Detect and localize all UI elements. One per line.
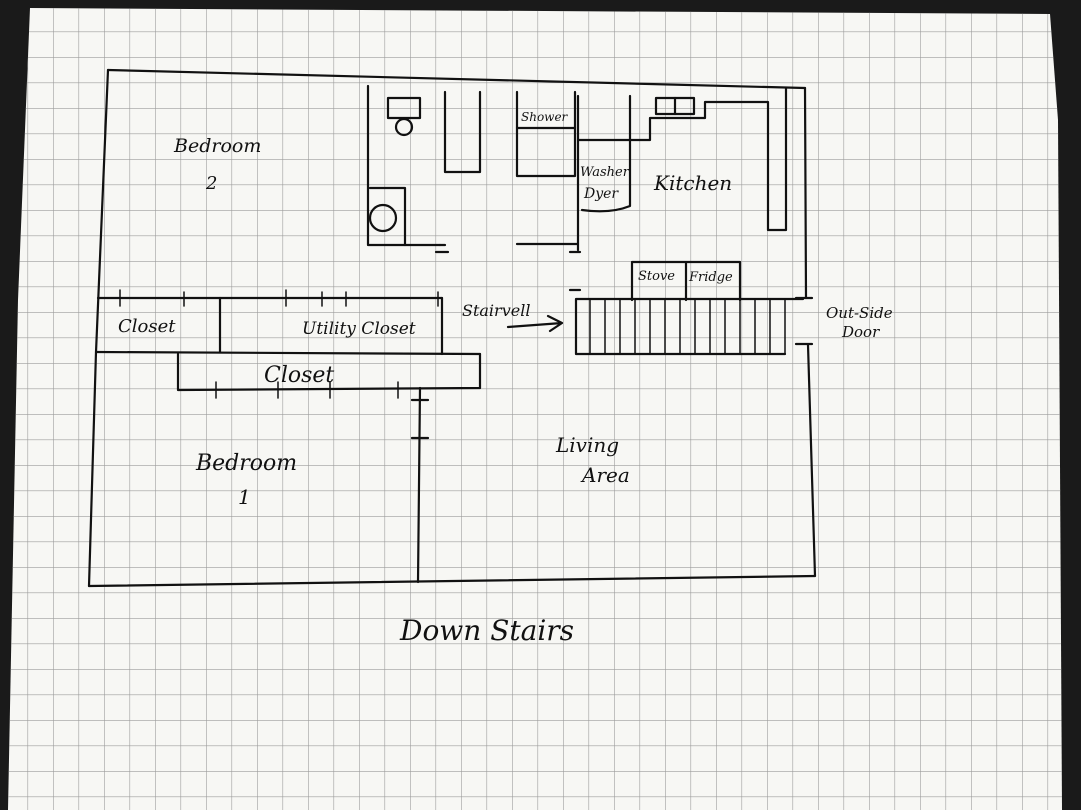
dryer-label: Dyer: [583, 186, 619, 202]
stairwell-arrow: [506, 314, 564, 333]
outer-wall-top: [106, 68, 807, 90]
bedroom2-label: Bedroom: [173, 135, 261, 157]
closet-band-bottom: [94, 350, 482, 356]
center-closet: [176, 352, 482, 392]
stairwell-label: Stairvell: [462, 301, 530, 320]
closet-center-label: Closet: [264, 363, 334, 388]
middle-bath-south-wall: [515, 94, 580, 252]
fridge-label: Fridge: [688, 270, 733, 285]
closet-left-label: Closet: [118, 316, 176, 337]
outer-wall-right: [803, 86, 817, 578]
toilet-upper-bowl: [394, 117, 414, 137]
bedroom1-label: Bedroom: [195, 451, 297, 476]
kitchen-counter: [628, 86, 788, 232]
outside-door-label-line2: Door: [841, 323, 880, 341]
bedroom1-living-wall: [416, 386, 422, 584]
bedroom2-east-wall: [366, 84, 442, 247]
stair-treads: [589, 298, 786, 355]
kitchen-label: Kitchen: [653, 171, 732, 195]
washer-label: Washer: [580, 165, 630, 180]
outside-door-label-line1: Out-Side: [826, 304, 893, 322]
bedroom2-number: 2: [205, 173, 217, 194]
shower-stall: [515, 90, 577, 178]
shower-label: Shower: [521, 110, 569, 124]
bathroom-vanity: [443, 90, 482, 174]
washer-dryer-unit: [576, 138, 632, 213]
diagram-caption: Down Stairs: [399, 614, 574, 647]
stove-label: Stove: [638, 269, 675, 284]
outer-wall-bottom: [87, 574, 817, 588]
closet-tick-marks: [119, 289, 439, 399]
toilet-lower-box: [368, 186, 407, 247]
bedroom1-number: 1: [238, 485, 251, 509]
stove-fridge-box: [630, 260, 742, 302]
utility-closet-label: Utility Closet: [302, 319, 416, 339]
interior-wall-ticks: [410, 250, 582, 440]
living-area-label-line1: Living: [555, 433, 619, 457]
outside-door-ticks: [794, 296, 814, 346]
graph-paper-grid: [8, 8, 1062, 810]
living-area-label-line2: Area: [580, 463, 630, 487]
toilet-lower-bowl: [368, 203, 398, 233]
